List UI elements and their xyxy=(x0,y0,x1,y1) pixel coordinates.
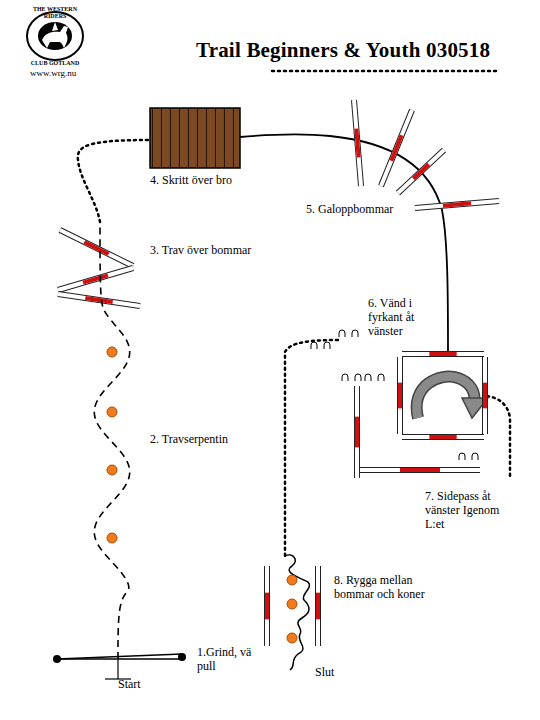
ground-pole xyxy=(267,566,268,646)
ground-pole xyxy=(381,110,412,186)
ground-pole xyxy=(400,357,401,434)
bridge xyxy=(150,108,240,168)
route-backup xyxy=(285,555,310,670)
cone-marker xyxy=(287,575,297,585)
hoof-mark xyxy=(378,374,384,381)
ground-pole xyxy=(354,100,361,186)
route-to-backup xyxy=(285,340,338,556)
ground-pole xyxy=(360,470,480,471)
finish-label: Slut xyxy=(315,666,334,680)
obstacle-label: 6. Vänd i fyrkant åt vänster xyxy=(368,297,444,338)
route-trot xyxy=(94,222,129,659)
cone-marker xyxy=(107,347,117,357)
turn-arrow xyxy=(417,377,488,418)
hoof-mark xyxy=(339,330,345,337)
logo-text: THE WESTERN RIDERS xyxy=(27,6,83,20)
obstacle-label: 5. Galoppbommar xyxy=(306,203,393,217)
obstacle-label: 1.Grind, vä pull xyxy=(197,646,259,674)
obstacle-label: 4. Skritt över bro xyxy=(150,174,232,188)
obstacle-label: 8. Rygga mellan bommar och koner xyxy=(334,574,434,602)
ground-pole xyxy=(402,354,484,355)
cone-marker xyxy=(107,465,117,475)
hoof-mark xyxy=(459,453,465,460)
hoof-mark xyxy=(324,342,330,349)
ground-pole xyxy=(485,357,486,434)
cone-marker xyxy=(107,407,117,417)
obstacle-label: 3. Trav över bommar xyxy=(150,244,251,258)
website: www.wrg.nu xyxy=(30,68,76,78)
title-underline xyxy=(272,70,500,73)
gate xyxy=(53,653,186,679)
ground-pole xyxy=(357,386,358,478)
club-logo xyxy=(27,12,83,60)
ground-pole xyxy=(58,294,140,306)
logo-text: CLUB GOTLAND xyxy=(27,60,83,67)
ground-pole xyxy=(318,566,319,646)
route-walk xyxy=(78,140,150,222)
cone-marker xyxy=(107,533,117,543)
ground-pole xyxy=(58,268,133,290)
ground-pole xyxy=(415,201,499,208)
hoof-mark xyxy=(365,374,371,381)
obstacle-label: 2. Travserpentin xyxy=(150,433,228,447)
cone-marker xyxy=(287,633,297,643)
start-label: Start xyxy=(118,678,141,692)
ground-pole xyxy=(402,437,484,438)
ground-pole xyxy=(60,230,133,266)
route-lope xyxy=(240,134,448,352)
hoof-mark xyxy=(355,374,361,381)
cone-marker xyxy=(287,599,297,609)
hoof-mark xyxy=(352,330,358,337)
course-title: Trail Beginners & Youth 030518 xyxy=(196,38,490,63)
hoof-mark xyxy=(311,342,317,349)
ground-pole xyxy=(398,150,444,193)
route-sidepass xyxy=(487,396,510,478)
hoof-mark xyxy=(472,453,478,460)
hoof-mark xyxy=(342,374,348,381)
obstacle-label: 7. Sidepass åt vänster Igenom L:et xyxy=(425,490,515,531)
